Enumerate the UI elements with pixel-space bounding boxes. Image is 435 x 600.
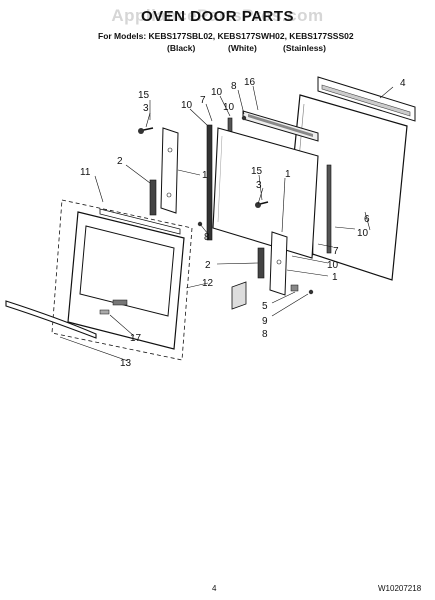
- document-number: W10207218: [378, 584, 422, 593]
- callout-3: 3: [256, 180, 262, 191]
- small-hardware: [197, 115, 314, 310]
- inner-door-frame: [67, 208, 185, 350]
- leader-lines: [59, 85, 394, 362]
- callout-10: 10: [181, 100, 193, 111]
- top-trim-part: [317, 76, 416, 122]
- door-handle: [5, 300, 97, 339]
- page-number: 4: [212, 584, 217, 593]
- callout-1: 1: [332, 272, 338, 283]
- variant-stainless: (Stainless): [283, 43, 326, 53]
- callout-4: 4: [400, 78, 406, 89]
- callout-13: 13: [120, 358, 132, 369]
- inner-glass-pane: [212, 127, 319, 259]
- models-line: For Models: KEBS177SBL02, KEBS177SWH02, …: [98, 31, 354, 41]
- callout-5: 5: [262, 301, 268, 312]
- callout-10: 10: [327, 260, 339, 271]
- left-hinge-assembly: [138, 127, 179, 216]
- callout-3: 3: [143, 103, 149, 114]
- callout-10: 10: [357, 228, 369, 239]
- variant-black: (Black): [167, 43, 196, 53]
- callout-15: 15: [138, 90, 150, 101]
- page-title: OVEN DOOR PARTS: [140, 8, 295, 25]
- callout-8: 8: [262, 329, 268, 340]
- callout-16: 16: [244, 77, 256, 88]
- callout-9: 9: [262, 316, 268, 327]
- callout-17: 17: [130, 333, 142, 344]
- callout-1: 1: [285, 169, 291, 180]
- callout-10: 10: [211, 87, 223, 98]
- callout-7: 7: [200, 95, 206, 106]
- callout-1: 1: [202, 170, 208, 181]
- variant-white: (White): [228, 43, 257, 53]
- callout-7: 7: [333, 246, 339, 257]
- callout-12: 12: [202, 278, 214, 289]
- callout-2: 2: [205, 260, 211, 271]
- callout-11: 11: [80, 167, 91, 178]
- callout-15: 15: [251, 166, 263, 177]
- callout-10: 10: [223, 102, 235, 113]
- callout-2: 2: [117, 156, 123, 167]
- watermark-text: AppliancePartsPros.com: [111, 6, 324, 25]
- callout-8: 8: [204, 232, 210, 243]
- right-hinge-assembly: [255, 201, 288, 296]
- callout-8: 8: [231, 81, 237, 92]
- callout-6: 6: [364, 214, 370, 225]
- door-assembly-outline: [51, 199, 193, 361]
